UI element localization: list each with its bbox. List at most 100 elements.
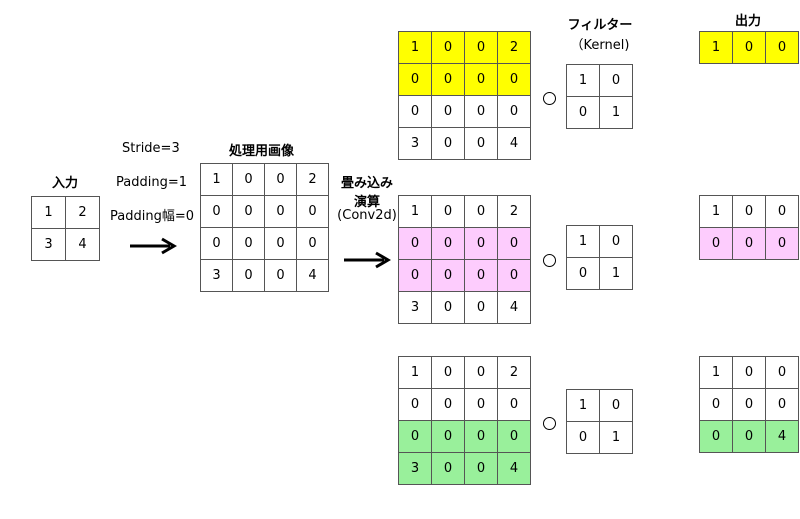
kernel-cell: 1: [566, 389, 600, 422]
processed-cell: 3: [200, 259, 233, 292]
input-cell: 1: [31, 196, 66, 229]
hadamard-operator-icon: [543, 254, 556, 267]
conv-step-cell: 0: [431, 420, 465, 453]
kernel-cell: 1: [599, 421, 633, 454]
processed-cell: 0: [264, 227, 297, 260]
output-cell: 0: [732, 31, 766, 64]
conv-step-cell: 4: [497, 127, 531, 160]
filter-title: フィルター: [567, 18, 633, 33]
conv-step-cell: 0: [431, 127, 465, 160]
conv-step-cell: 0: [398, 95, 432, 128]
conv-step-cell: 0: [464, 227, 498, 260]
processed-cell: 0: [264, 163, 297, 196]
conv-step-cell: 0: [431, 356, 465, 389]
kernel-cell: 0: [566, 257, 600, 290]
processed-cell: 0: [200, 195, 233, 228]
conv-step-cell: 3: [398, 291, 432, 324]
conv-step-cell: 0: [431, 388, 465, 421]
processed-cell: 0: [232, 163, 265, 196]
kernel-cell: 0: [599, 389, 633, 422]
conv-step-cell: 0: [431, 63, 465, 96]
conv-step-cell: 0: [431, 95, 465, 128]
conv-step-cell: 4: [497, 291, 531, 324]
conv-step-cell: 0: [464, 452, 498, 485]
conv-step-cell: 0: [431, 31, 465, 64]
conv-step-cell: 0: [497, 63, 531, 96]
output-cell: 0: [732, 388, 766, 421]
conv-step-cell: 0: [431, 227, 465, 260]
padding-width-label: Padding幅=0: [110, 209, 194, 224]
stride-label: Stride=3: [122, 141, 180, 156]
processed-cell: 1: [200, 163, 233, 196]
conv-step-cell: 0: [398, 420, 432, 453]
arrow-right-icon: [344, 251, 391, 269]
output-cell: 0: [765, 356, 799, 389]
processed-cell: 0: [296, 227, 329, 260]
processed-cell: 0: [232, 195, 265, 228]
filter-subtitle: （Kernel): [570, 38, 630, 53]
conv-label-line3: (Conv2d): [337, 208, 397, 223]
conv-step-cell: 0: [497, 95, 531, 128]
processed-cell: 2: [296, 163, 329, 196]
output-cell: 0: [765, 388, 799, 421]
conv-step-cell: 2: [497, 195, 531, 228]
conv-step-cell: 4: [497, 452, 531, 485]
processed-cell: 0: [296, 195, 329, 228]
processed-cell: 4: [296, 259, 329, 292]
conv-step-cell: 0: [464, 195, 498, 228]
conv-step-cell: 0: [464, 31, 498, 64]
conv-step-cell: 0: [464, 259, 498, 292]
kernel-cell: 0: [566, 421, 600, 454]
kernel-cell: 0: [566, 96, 600, 129]
conv-step-cell: 0: [431, 452, 465, 485]
output-cell: 1: [699, 356, 733, 389]
conv-step-cell: 0: [464, 356, 498, 389]
output-title: 出力: [735, 14, 762, 29]
output-cell: 0: [732, 356, 766, 389]
output-cell: 4: [765, 420, 799, 453]
output-cell: 0: [699, 388, 733, 421]
conv-step-cell: 2: [497, 356, 531, 389]
conv-step-cell: 0: [464, 291, 498, 324]
kernel-cell: 1: [599, 257, 633, 290]
processed-cell: 0: [264, 195, 297, 228]
kernel-cell: 0: [599, 64, 633, 97]
output-cell: 0: [765, 31, 799, 64]
kernel-cell: 1: [566, 225, 600, 258]
conv-step-cell: 0: [497, 420, 531, 453]
conv-step-cell: 3: [398, 127, 432, 160]
conv-label-line2: 演算: [353, 195, 380, 210]
conv-step-cell: 0: [398, 63, 432, 96]
conv-step-cell: 1: [398, 356, 432, 389]
processed-cell: 0: [200, 227, 233, 260]
output-cell: 0: [699, 227, 733, 260]
